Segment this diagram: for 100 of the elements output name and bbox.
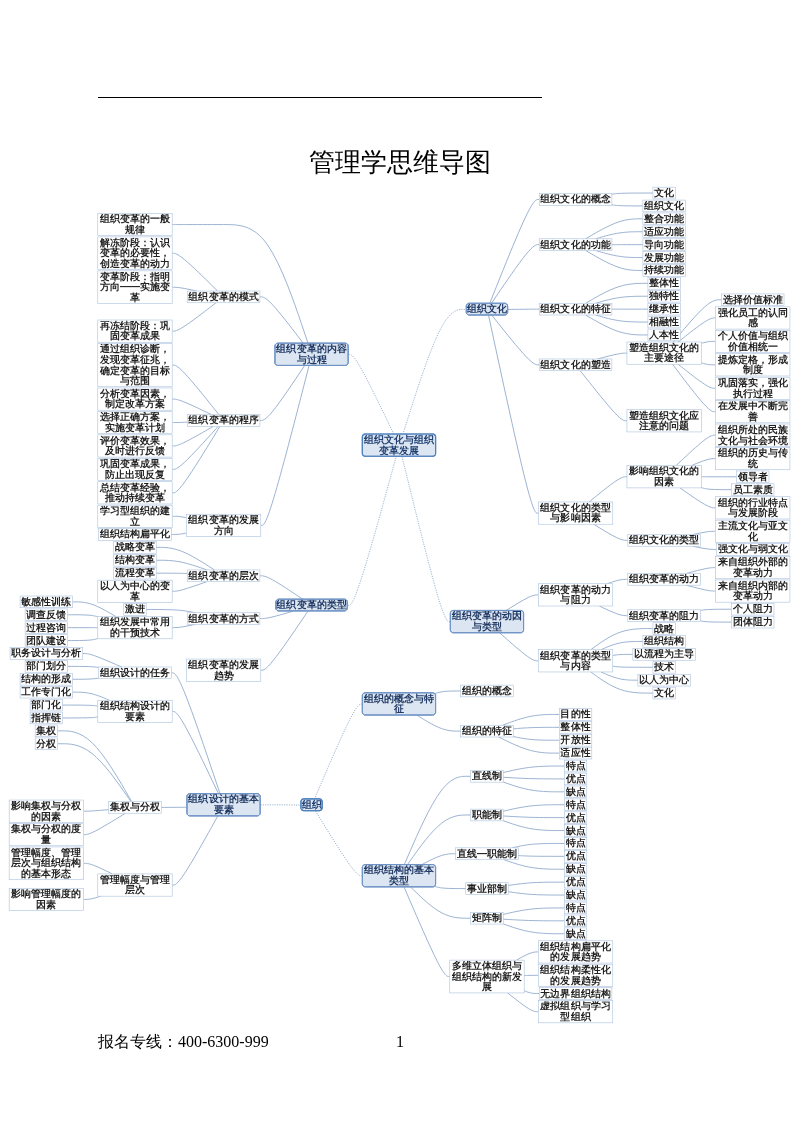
connector [686,584,717,592]
node-box-text: 文化 [653,686,677,700]
connector [676,434,717,467]
node-box-text: 以人为中心 [638,674,692,687]
connector [172,425,215,447]
connector [585,282,649,304]
connector [513,736,561,741]
node-box-text: 流程变革 [113,567,157,580]
connector [421,853,457,866]
node-box: 管理幅度、管理层次与组织结构的基本形态 [9,846,85,881]
connector [434,690,462,695]
connector [488,314,540,514]
node-box-text: 组织文化的概念 [539,193,613,206]
connector [259,296,305,344]
node-box-text: 矩阵制 [470,912,504,925]
connector [72,601,117,617]
node-box-text: 集权与分权 [108,801,162,814]
node-box: 组织的行业特点与发展阶段 [715,496,791,520]
node-box-text: 组织文化 [643,199,687,213]
node-box-text: 组织文化的功能 [539,238,613,251]
connector [601,671,639,681]
connector [516,951,540,961]
node-box-text: 分权 [35,737,59,750]
connector [498,736,561,754]
connector [259,610,294,620]
node-box: 塑造组织文化的主要途径 [627,341,703,365]
node-box: 组织变革的发展趋势 [186,658,262,682]
connector [171,672,221,795]
node-box: 组织结构设计的要素 [97,700,173,723]
connector [67,614,99,618]
node-box-text: 开放性 [559,734,593,747]
node-box: 影响管理幅度的因素 [9,887,85,911]
connector [314,703,364,800]
node-box: 影响集权与分权的因素 [9,799,85,823]
connector [172,302,217,332]
connector [700,620,733,623]
connector [72,677,100,680]
node-box-text: 组织文化的类型与影响因素 [538,501,614,525]
node-box-text: 适应性 [559,746,593,760]
connector [611,192,654,195]
connector [434,886,467,890]
node-box: 组织变革的动力 [627,573,702,586]
connector [701,362,717,366]
connector [83,895,102,900]
connector [489,199,541,305]
connector [404,886,451,977]
node-box-text: 整体性 [559,721,593,734]
connector [691,458,717,467]
connector [585,314,649,336]
node-box: 组织变革的发展方向 [186,513,262,537]
connector [67,627,99,629]
node-box-text: 优点 [564,772,588,786]
node-box-text: 战略 [653,622,677,635]
node-box-text: 指挥链 [30,711,64,725]
connector [593,523,629,541]
connector [686,567,717,574]
connector [508,891,566,896]
node-box: 个人阻力 [731,603,775,616]
node-box-text: 过程咨询 [25,621,69,634]
connector [172,711,220,795]
connector [611,308,649,310]
connector [259,365,306,421]
connector [260,610,309,671]
node-box-text: 结构变革 [113,554,157,567]
connector [503,859,566,870]
connector [161,806,189,808]
connector [503,820,566,831]
connector [172,364,220,416]
connector [585,218,644,240]
connector [524,990,541,994]
node-box-text: 事业部制 [465,882,509,895]
node-box: 塑造组织文化应注意的问题 [627,409,703,433]
node-box: 强化员工的认同感 [715,306,791,330]
node-box-text: 以流程为主导 [633,648,697,661]
connector [601,641,644,651]
node-box: 选择正确方案，实施变革计划 [97,411,173,434]
node-box-text: 组织结构 [643,635,687,648]
connector [67,665,100,668]
connector [156,546,216,571]
node-box-text: 人本性 [648,328,682,342]
connector [172,425,220,470]
node-box-text: 特点 [564,798,588,811]
node-box: 组织变革的动力与阻力 [538,583,614,607]
node-box: 组织所处的民族文化与社会环境 [715,423,791,447]
node-box: 组织变革的一般规律 [97,213,173,236]
node-box-text: 强文化与弱文化 [716,543,790,556]
node-box-text: 技术 [653,661,677,674]
connector [701,340,717,344]
connector [503,907,566,915]
node-box-text: 缺点 [564,785,588,798]
node-box-text: 组织的特征 [460,725,514,738]
node-box-text: 敏感性训练 [20,595,74,608]
node-box-text: 缺点 [564,927,588,940]
node-box-text: 职务设计与分析 [10,647,84,660]
node-box-text: 缺点 [564,863,588,876]
node-box-text: 部门化 [30,698,64,712]
node-box: 管理幅度与管理层次 [97,873,173,897]
connector [407,814,472,866]
connector [315,810,364,877]
node-box: 通过组织诊断，发现变革征兆，确定变革的目标与范围 [97,343,173,388]
